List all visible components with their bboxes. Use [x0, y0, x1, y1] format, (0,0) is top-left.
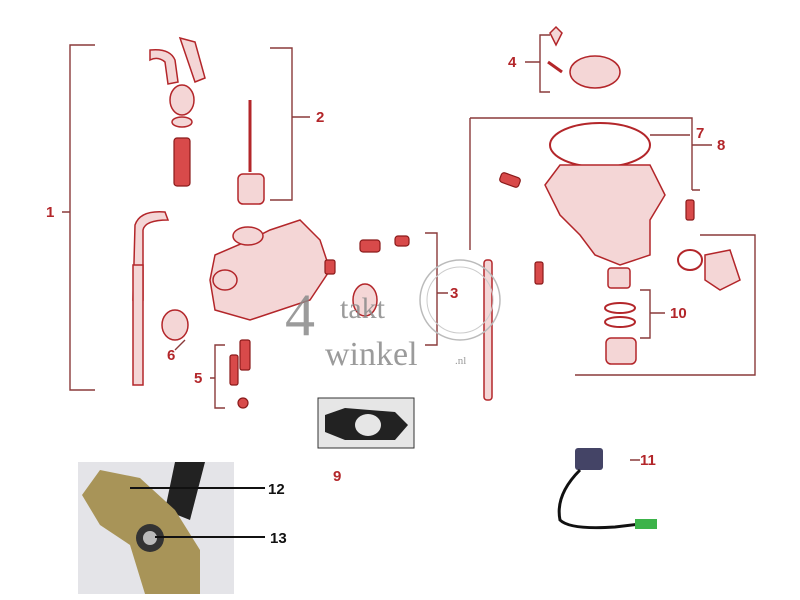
callout-7: 7 [696, 125, 704, 142]
callout-13: 13 [270, 530, 287, 547]
part-cap [547, 25, 621, 89]
callout-6: 6 [167, 347, 175, 364]
callout-4: 4 [508, 54, 517, 71]
callout-12: 12 [268, 481, 285, 498]
part-carburetor-body [132, 36, 378, 386]
watermark: 4 takt winkel .nl [285, 259, 501, 373]
watermark-digit: 4 [285, 282, 315, 348]
callout-11: 11 [640, 452, 656, 469]
part-gasket-photo [317, 397, 415, 449]
part-float-bowl [499, 122, 741, 291]
watermark-top: takt [340, 292, 386, 325]
callout-1: 1 [46, 204, 54, 221]
callout-2: 2 [316, 109, 324, 126]
watermark-suffix: .nl [455, 355, 466, 367]
callout-3: 3 [450, 285, 458, 302]
callout-9: 9 [333, 468, 341, 485]
part-switch-photo [557, 448, 657, 530]
part-overflow-pipe [483, 259, 493, 401]
part-jets [229, 235, 410, 409]
watermark-bottom: winkel [325, 336, 418, 373]
part-needle-slide [237, 100, 265, 205]
part-photo-12-13 [78, 462, 265, 594]
callout-labels: 1 2 3 4 5 6 7 8 9 10 11 12 13 [46, 54, 725, 547]
callout-10: 10 [670, 305, 687, 322]
callout-5: 5 [194, 370, 202, 387]
bracket-lines [62, 34, 756, 461]
callout-8: 8 [717, 137, 725, 154]
part-float-valve [604, 267, 637, 365]
